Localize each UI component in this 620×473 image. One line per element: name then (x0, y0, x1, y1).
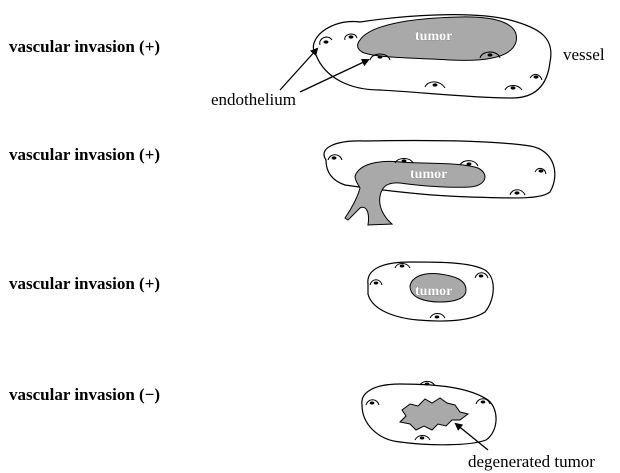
vessel-1-tumor-label: tumor (415, 29, 452, 44)
vessel-2: tumor (324, 141, 555, 225)
vessel-2-tumor-label: tumor (410, 167, 447, 182)
vessel-1: tumor (280, 15, 551, 98)
vessel-3-tumor-label: tumor (415, 284, 452, 299)
endothelium-arrow-1 (280, 49, 317, 90)
vessel-3: tumor (368, 262, 493, 321)
vessel-4 (362, 381, 496, 450)
